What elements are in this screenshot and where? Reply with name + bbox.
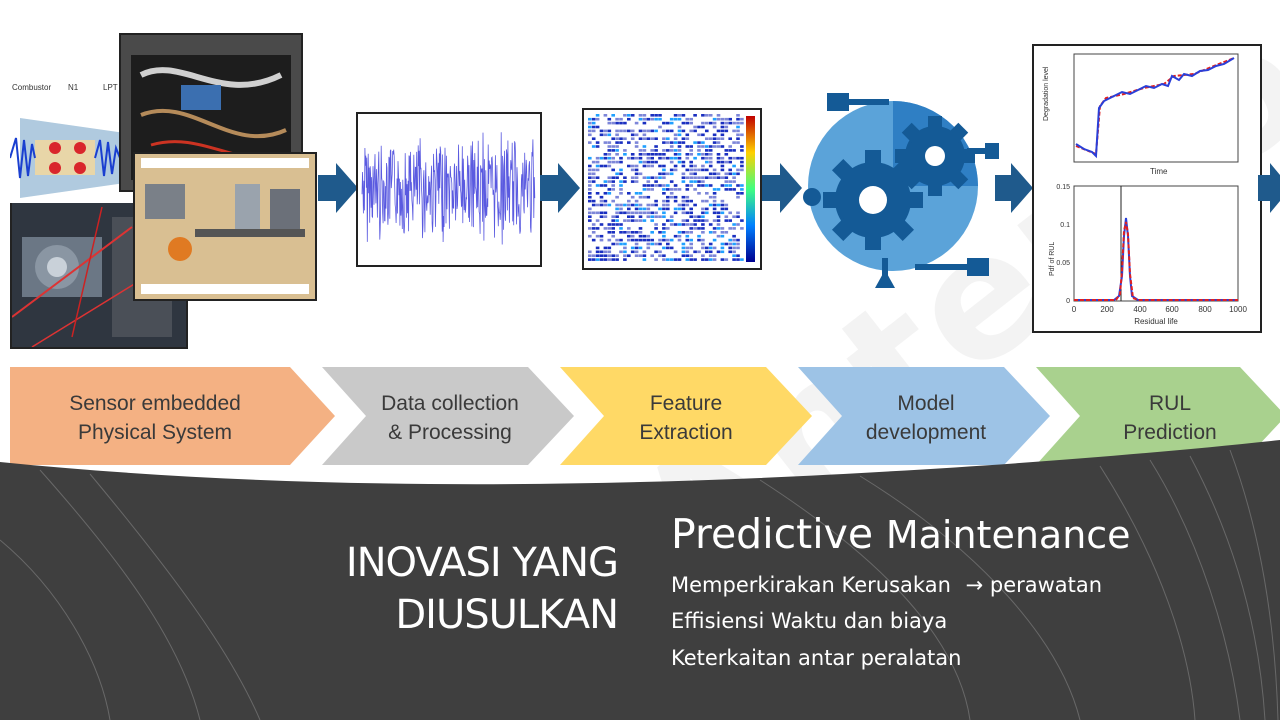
feature-map-image [582,108,762,270]
rul-pdf-ytick: 0.05 [1056,260,1070,267]
step-label-line: & Processing [388,421,512,444]
pm-item-1: Memperkirakan Kerusakan → perawatan [671,573,1102,597]
gear-icon [803,93,999,288]
chevron-sensor [10,367,335,465]
step-label-line: Prediction [1123,421,1217,444]
rul-pdf-xtick: 800 [1198,305,1212,314]
step-label-line: Physical System [77,421,233,444]
rul-pdf-xtick: 400 [1133,305,1147,314]
rul-pdf-ytick: 0.1 [1060,222,1070,229]
signal-waveform-icon [358,114,540,265]
decorative-arcs [0,449,1279,720]
pm-item-text: Keterkaitan antar peralatan [671,646,962,670]
chevron-model [798,367,1050,465]
rul-charts-image: Degradation level Time Pdf of RUL 0.15 0… [1032,44,1262,333]
degradation-xlabel: Time [1150,167,1168,176]
rul-pdf-ytick: 0.15 [1056,184,1070,191]
pm-title-word-1: Predictive [671,510,874,558]
flow-arrow-3 [762,163,802,213]
step-label-feature: Feature Extraction [586,389,786,447]
degradation-chart-frame [1073,53,1239,163]
flow-arrow-5 [1258,163,1280,213]
rul-pdf-xtick: 1000 [1229,305,1247,314]
heading-line-2: DIUSULKAN [395,592,619,638]
pm-item-3: Keterkaitan antar peralatan [671,646,961,670]
pm-item-text: perawatan [989,573,1103,597]
step-label-model: Model development [826,389,1026,447]
rul-pdf-xlabel: Residual life [1134,317,1178,326]
test-bench-photo [133,152,317,301]
chevron-data-collection [322,367,574,465]
step-label-line: development [865,421,987,444]
step-label-data-collection: Data collection & Processing [350,389,550,447]
degradation-ylabel: Degradation level [1043,66,1050,121]
engine-label-n1: N1 [68,83,79,92]
signal-trace [361,132,536,245]
step-label-line: Model [897,392,955,415]
flow-arrow-4 [995,163,1033,213]
engine-diagram-image: Combustor N1 LPT [10,78,135,203]
raw-signal-image [356,112,542,267]
engine-label-combustor: Combustor [12,83,51,92]
slide-heading: INOVASI YANG DIUSULKAN [198,537,619,641]
step-label-line: Feature [649,392,723,415]
step-label-sensor: Sensor embedded Physical System [30,389,280,447]
pm-item-text: Effisiensi Waktu dan biaya [671,609,948,633]
pm-item-text: Memperkirakan Kerusakan [671,573,951,597]
rul-charts: Degradation level Time Pdf of RUL 0.15 0… [1034,46,1260,331]
engine-label-lpt: LPT [103,83,118,92]
degradation-series-blue [1075,57,1235,159]
process-chevrons [10,367,1280,465]
rul-pdf-ylabel: Pdf of RUL [1049,242,1056,276]
rul-pdf-ytick: 0 [1066,298,1070,305]
feature-heatmap-icon [584,110,760,268]
heading-line-1: INOVASI YANG [345,540,619,586]
rul-pdf-xtick: 600 [1165,305,1179,314]
test-bench-icon [135,154,315,299]
rul-pdf-xtick: 200 [1100,305,1114,314]
pm-item-2: Effisiensi Waktu dan biaya [671,609,947,633]
flow-arrow-1 [318,163,358,213]
pm-title-word-2: Maintenance [885,513,1131,557]
arrow-right-icon: → [965,573,984,597]
step-label-line: RUL [1148,392,1191,415]
rul-pdf-xtick: 0 [1072,305,1077,314]
heatmap-cells [588,114,744,261]
flow-arrow-2 [540,163,580,213]
model-gears-graphic [803,93,999,288]
pm-title: Predictive Maintenance [671,510,1131,558]
dark-footer-band [0,440,1280,720]
step-label-line: Data collection [381,392,519,415]
step-label-line: Extraction [639,421,733,444]
engine-diagram-icon: Combustor N1 LPT [10,78,135,203]
chevron-feature [560,367,812,465]
rul-pdf-series-red [1074,221,1238,301]
step-label-line: Sensor embedded [69,392,241,415]
chevron-rul [1036,367,1280,465]
step-label-rul: RUL Prediction [1070,389,1270,447]
